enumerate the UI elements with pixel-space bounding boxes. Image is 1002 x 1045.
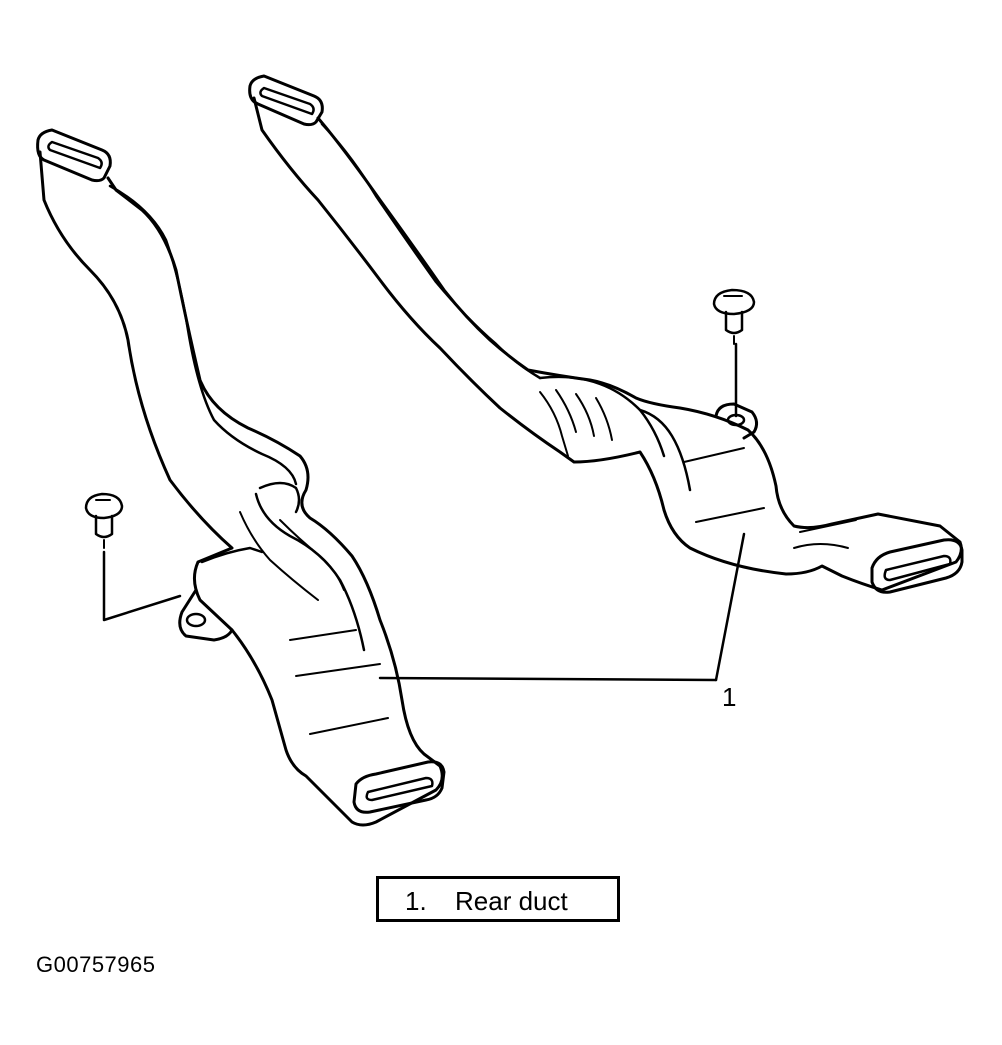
- legend-item-label: Rear duct: [455, 886, 568, 916]
- legend-box: 1. Rear duct: [376, 876, 620, 922]
- callout-leader-right: [714, 532, 746, 682]
- figure-id: G00757965: [36, 952, 156, 977]
- right-duct-outlet: [870, 538, 964, 594]
- right-duct-top-outlet: [248, 74, 324, 127]
- legend-item-number: 1.: [405, 886, 427, 916]
- left-rear-duct: [36, 128, 446, 827]
- left-duct-bottom-outlet: [352, 760, 446, 814]
- callout-number: 1: [722, 682, 737, 712]
- left-duct-top-outlet: [36, 128, 112, 183]
- left-duct-body: [38, 150, 444, 827]
- right-duct-mounting-tab: [714, 402, 759, 440]
- right-rear-duct: [248, 74, 964, 594]
- left-clip-leader-line: [102, 550, 182, 622]
- left-clip-fastener: [84, 492, 124, 549]
- right-clip-fastener: [712, 288, 756, 345]
- left-duct-mounting-tab: [178, 588, 234, 642]
- callout-leader-left: [378, 676, 718, 682]
- rear-duct-diagram: [36, 74, 964, 827]
